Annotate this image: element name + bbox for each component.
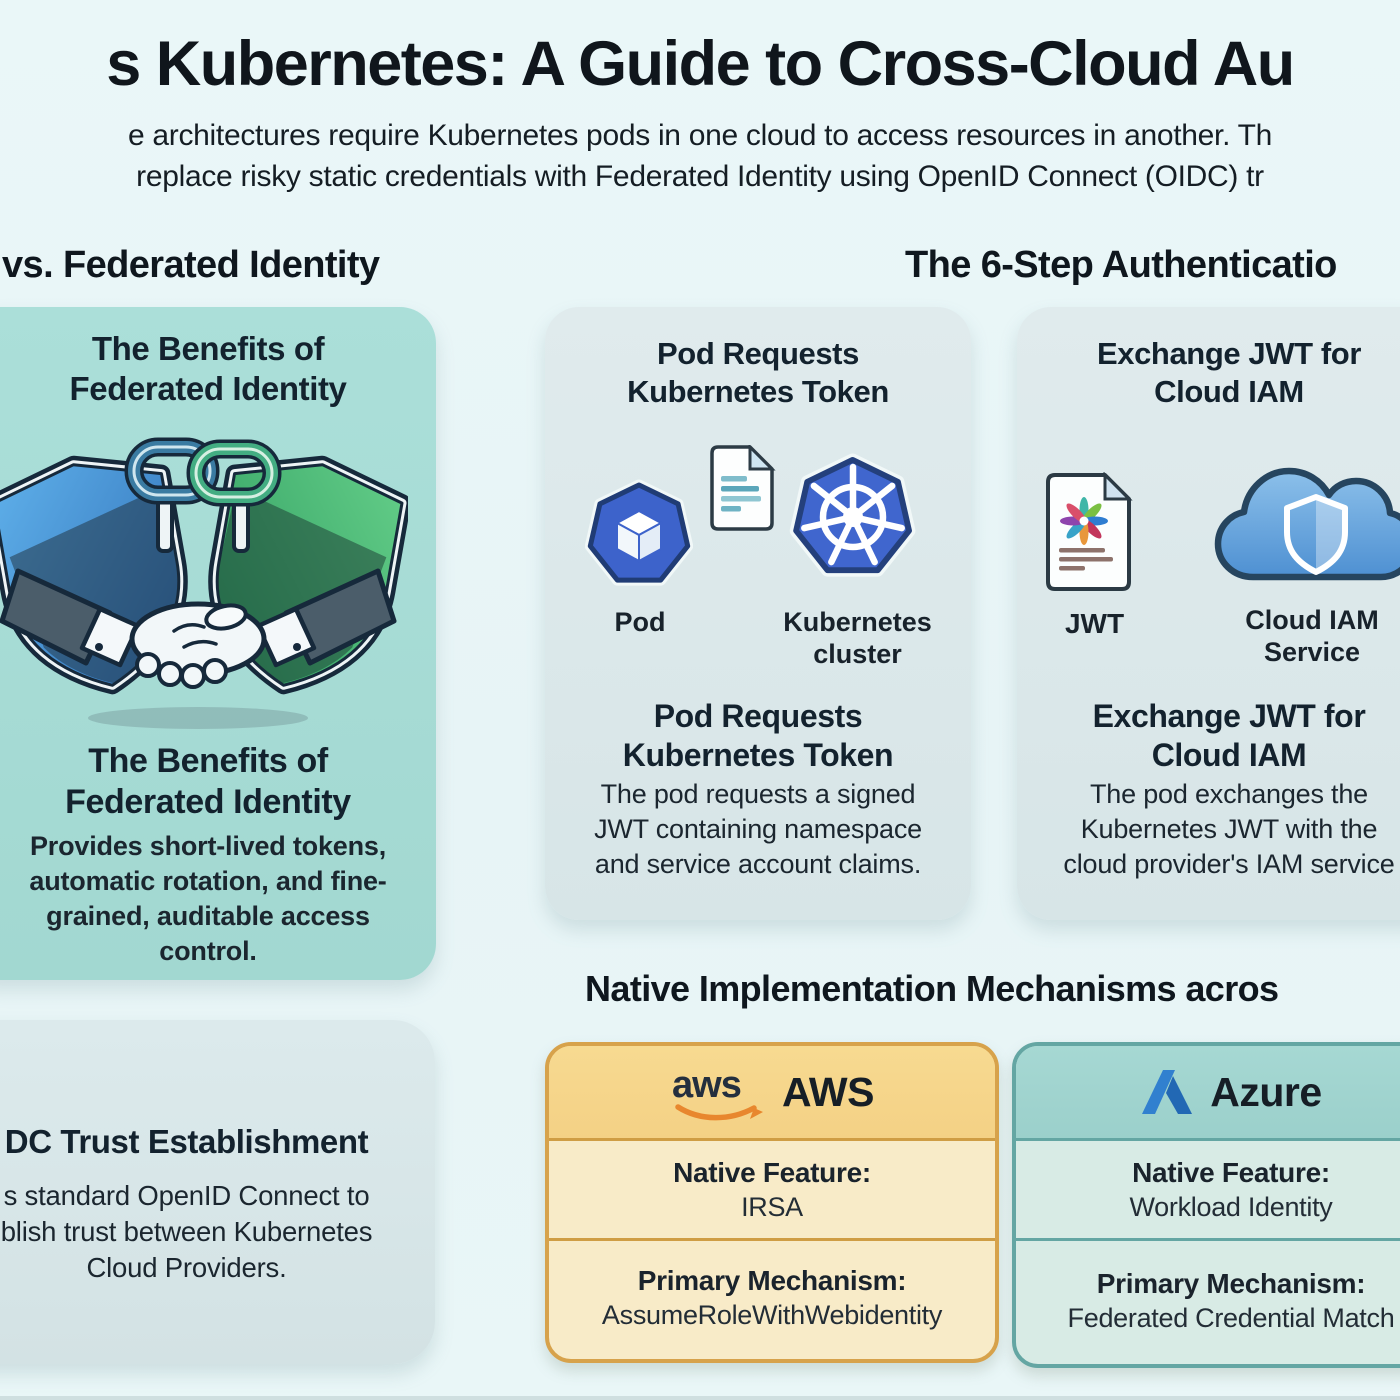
cloud-iam-icon-label: Cloud IAM Service bbox=[1245, 605, 1379, 667]
azure-mechanism-label: Primary Mechanism: bbox=[1096, 1267, 1366, 1299]
kubernetes-icon bbox=[789, 453, 916, 577]
chain-link-icon bbox=[124, 437, 282, 553]
jwt-document-icon bbox=[1046, 472, 1133, 591]
azure-logo-icon bbox=[1142, 1070, 1193, 1114]
section-heading-6-step-auth: The 6-Step Authenticatio bbox=[905, 244, 1337, 286]
jwt-pinwheel-icon bbox=[1060, 497, 1108, 545]
aws-card-header: aws AWS bbox=[549, 1046, 995, 1141]
shield-handshake-illustration bbox=[0, 437, 408, 729]
aws-logo-text-glyph: aws bbox=[672, 1064, 741, 1106]
section-heading-native-mechanisms: Native Implementation Mechanisms acros bbox=[585, 968, 1279, 1009]
azure-name-label: Azure bbox=[1210, 1068, 1322, 1115]
azure-feature-value: Workload Identity bbox=[1129, 1191, 1333, 1222]
aws-native-feature-row: Native Feature: IRSA bbox=[549, 1141, 995, 1241]
aws-mechanism-label: Primary Mechanism: bbox=[637, 1265, 907, 1296]
document-icon bbox=[710, 445, 776, 531]
bottom-edge-line bbox=[0, 1396, 1400, 1400]
step2-subtitle: Exchange JWT for Cloud IAM bbox=[1092, 698, 1366, 774]
cloud-iam-icon bbox=[1214, 467, 1400, 581]
benefits-card-subtitle: The Benefits of Federated Identity bbox=[65, 742, 351, 822]
step2-body: The pod exchanges the Kubernetes JWT wit… bbox=[1063, 779, 1395, 880]
oidc-card-title: DC Trust Establishment bbox=[4, 1123, 369, 1160]
oidc-trust-card: DC Trust Establishment s standard OpenID… bbox=[0, 1020, 435, 1364]
page-subtitle-line2: replace risky static credentials with Fe… bbox=[136, 160, 1264, 193]
benefits-card: The Benefits of Federated Identity bbox=[0, 307, 436, 980]
section-heading-federated-identity: vs. Federated Identity bbox=[2, 244, 380, 286]
benefits-card-body: Provides short-lived tokens, automatic r… bbox=[29, 831, 387, 967]
pod-icon-label: Pod bbox=[614, 607, 666, 637]
step-card-pod-requests-token: Pod Requests Kubernetes Token bbox=[545, 307, 971, 920]
step-card-exchange-jwt: Exchange JWT for Cloud IAM bbox=[1017, 307, 1400, 920]
aws-mechanism-row: Primary Mechanism: AssumeRoleWithWebiden… bbox=[549, 1241, 995, 1355]
pod-icon bbox=[585, 479, 693, 586]
azure-card: Azure Native Feature: Workload Identity … bbox=[1012, 1042, 1400, 1368]
benefits-card-title: The Benefits of Federated Identity bbox=[69, 330, 347, 408]
aws-feature-label: Native Feature: bbox=[673, 1156, 871, 1188]
jwt-icon-label: JWT bbox=[1064, 608, 1125, 639]
aws-name-label: AWS bbox=[782, 1068, 874, 1115]
shield-icon bbox=[1284, 494, 1348, 575]
handshake-icon bbox=[0, 568, 397, 689]
page-subtitle-line1: e architectures require Kubernetes pods … bbox=[127, 119, 1273, 152]
oidc-card-body: s standard OpenID Connect to blish trust… bbox=[0, 1180, 373, 1283]
page-title: s Kubernetes: A Guide to Cross-Cloud Au bbox=[106, 29, 1295, 99]
aws-card: aws AWS Native Feature: IRSA Primary Mec… bbox=[545, 1042, 999, 1363]
azure-native-feature-row: Native Feature: Workload Identity bbox=[1016, 1141, 1400, 1241]
azure-card-header: Azure bbox=[1016, 1046, 1400, 1141]
azure-mechanism-value: Federated Credential Match bbox=[1067, 1302, 1395, 1333]
aws-mechanism-value: AssumeRoleWithWebidentity bbox=[601, 1300, 943, 1330]
step2-title: Exchange JWT for Cloud IAM bbox=[1096, 336, 1362, 409]
step1-body: The pod requests a signed JWT containing… bbox=[594, 779, 922, 880]
step1-subtitle: Pod Requests Kubernetes Token bbox=[622, 698, 894, 774]
azure-mechanism-row: Primary Mechanism: Federated Credential … bbox=[1016, 1241, 1400, 1360]
azure-feature-label: Native Feature: bbox=[1132, 1156, 1330, 1188]
aws-feature-value: IRSA bbox=[741, 1191, 803, 1222]
jwt-text-lines bbox=[1059, 548, 1113, 571]
shadow-ellipse bbox=[88, 707, 308, 729]
step1-title: Pod Requests Kubernetes Token bbox=[627, 336, 889, 409]
aws-logo-icon: aws bbox=[672, 1064, 764, 1121]
kubernetes-icon-label: Kubernetes cluster bbox=[783, 607, 932, 669]
